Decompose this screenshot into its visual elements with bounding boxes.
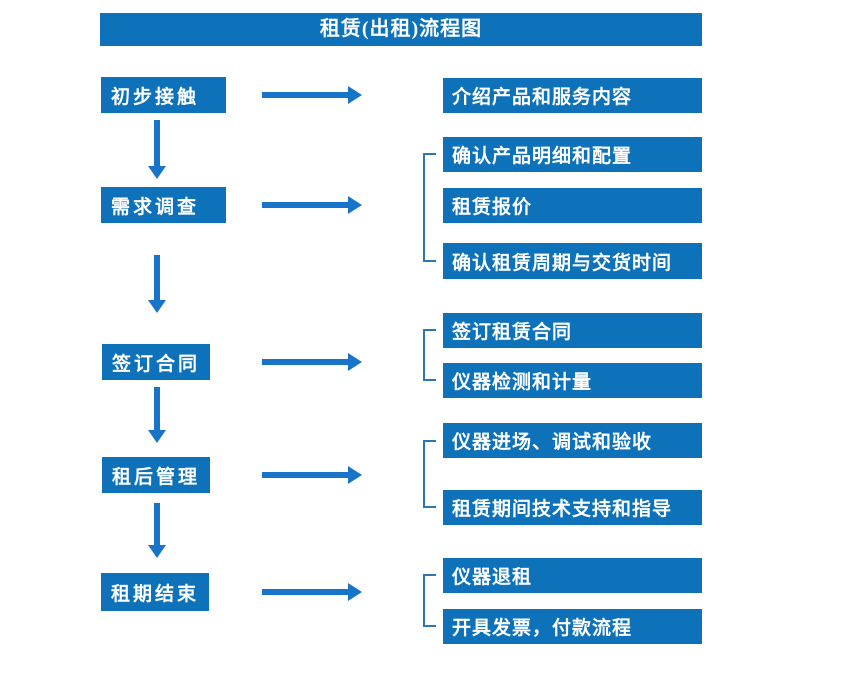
group-bracket bbox=[423, 329, 436, 381]
arrow-shaft bbox=[262, 472, 348, 478]
right-arrow-icon bbox=[262, 583, 362, 601]
detail-box-introduce-products: 介绍产品和服务内容 bbox=[443, 78, 702, 113]
arrow-head bbox=[348, 466, 362, 484]
step-box-demand-survey: 需求调查 bbox=[101, 187, 226, 223]
arrow-shaft bbox=[262, 359, 348, 365]
arrow-head bbox=[348, 353, 362, 371]
flowchart-title: 租赁(出租)流程图 bbox=[100, 13, 702, 46]
detail-box-instrument-testing: 仪器检测和计量 bbox=[443, 363, 702, 398]
right-arrow-icon bbox=[262, 353, 362, 371]
detail-box-instrument-return: 仪器退租 bbox=[443, 558, 702, 593]
detail-box-rental-quotation: 租赁报价 bbox=[443, 188, 702, 223]
right-arrow-icon bbox=[262, 86, 362, 104]
arrow-shaft bbox=[154, 503, 160, 545]
step-box-rental-end: 租期结束 bbox=[101, 573, 209, 611]
arrow-shaft bbox=[262, 589, 348, 595]
arrow-head bbox=[148, 300, 166, 313]
down-arrow-icon bbox=[148, 120, 166, 179]
detail-box-sign-lease-contract: 签订租赁合同 bbox=[443, 313, 702, 348]
detail-box-technical-support: 租赁期间技术支持和指导 bbox=[443, 490, 702, 525]
arrow-shaft bbox=[262, 202, 348, 208]
arrow-shaft bbox=[154, 387, 160, 430]
step-box-initial-contact: 初步接触 bbox=[101, 77, 226, 113]
detail-box-confirm-period-delivery: 确认租赁周期与交货时间 bbox=[443, 243, 702, 279]
arrow-head bbox=[348, 86, 362, 104]
arrow-head bbox=[348, 583, 362, 601]
down-arrow-icon bbox=[148, 255, 166, 313]
arrow-shaft bbox=[154, 120, 160, 166]
right-arrow-icon bbox=[262, 196, 362, 214]
arrow-head bbox=[148, 545, 166, 558]
arrow-shaft bbox=[262, 92, 348, 98]
group-bracket bbox=[423, 440, 436, 508]
group-bracket bbox=[423, 574, 436, 627]
down-arrow-icon bbox=[148, 387, 166, 443]
detail-box-invoice-payment: 开具发票，付款流程 bbox=[443, 609, 702, 644]
arrow-head bbox=[148, 430, 166, 443]
detail-box-instrument-setup-acceptance: 仪器进场、调试和验收 bbox=[443, 423, 702, 458]
arrow-head bbox=[348, 196, 362, 214]
arrow-shaft bbox=[154, 255, 160, 300]
step-box-sign-contract: 签订合同 bbox=[102, 344, 210, 380]
right-arrow-icon bbox=[262, 466, 362, 484]
down-arrow-icon bbox=[148, 503, 166, 558]
step-box-post-rental-management: 租后管理 bbox=[102, 457, 210, 493]
detail-box-confirm-product-config: 确认产品明细和配置 bbox=[443, 137, 702, 172]
group-bracket bbox=[423, 153, 436, 262]
arrow-head bbox=[148, 166, 166, 179]
